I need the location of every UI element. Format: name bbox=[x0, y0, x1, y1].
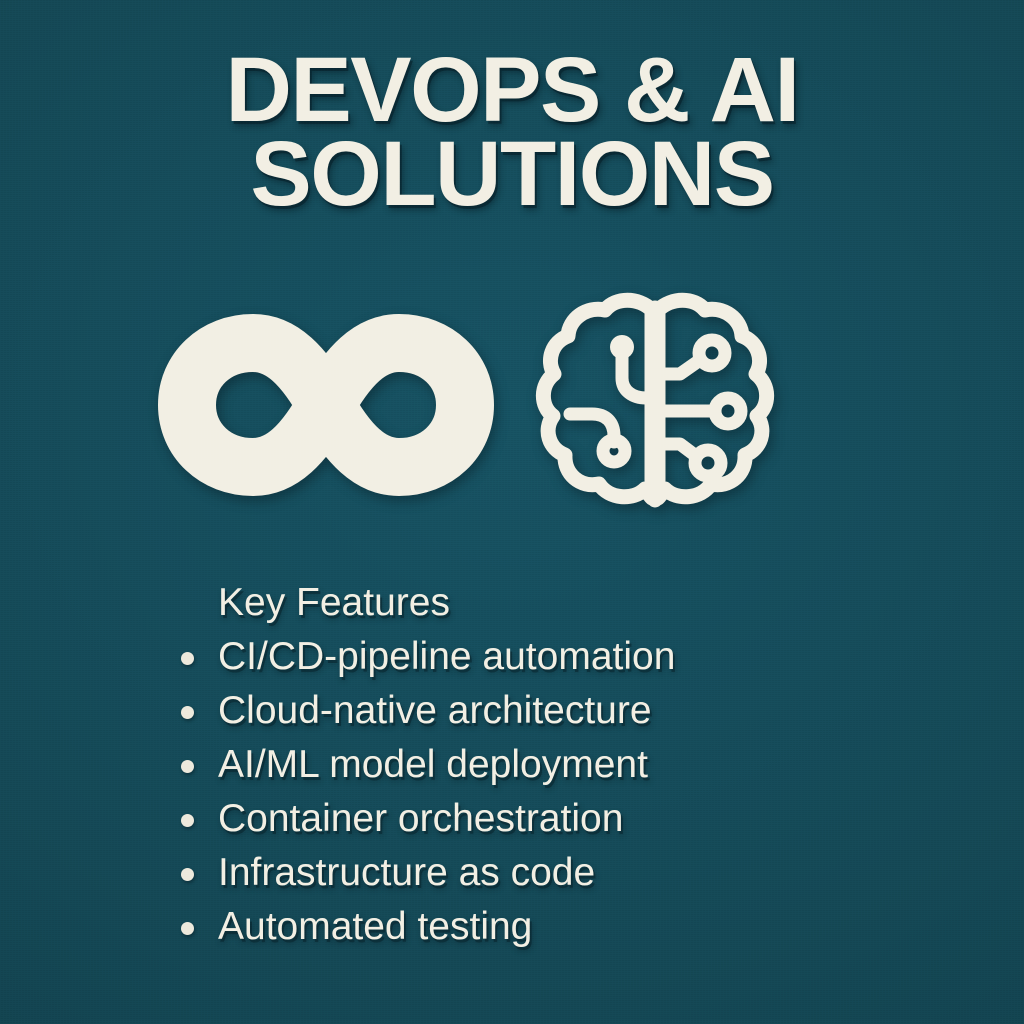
bullet-icon bbox=[181, 868, 194, 881]
feature-item: Container orchestration bbox=[0, 792, 1024, 846]
feature-item-label: Cloud-native architecture bbox=[218, 689, 652, 732]
feature-item: Cloud-native architecture bbox=[0, 684, 1024, 738]
brain-node-right-mid bbox=[708, 391, 748, 431]
features-heading: Key Features bbox=[218, 581, 450, 624]
feature-item-label: AI/ML model deployment bbox=[218, 743, 648, 786]
bullet-icon bbox=[181, 706, 194, 719]
feature-item-label: Automated testing bbox=[218, 905, 533, 948]
icon-row bbox=[0, 282, 1024, 538]
brain-node-left-top bbox=[610, 335, 634, 359]
brain-node-left-bottom bbox=[596, 433, 632, 469]
feature-item-label: Container orchestration bbox=[218, 797, 624, 840]
title-line-1: DEVOPS & AI bbox=[225, 39, 800, 141]
bullet-icon bbox=[181, 652, 194, 665]
bullet-icon bbox=[181, 814, 194, 827]
feature-item: Automated testing bbox=[0, 900, 1024, 954]
feature-item-label: Infrastructure as code bbox=[218, 851, 596, 894]
feature-item: CI/CD-pipeline automation bbox=[0, 630, 1024, 684]
page-title: DEVOPS & AI SOLUTIONS bbox=[0, 39, 1024, 225]
infinity-icon bbox=[158, 314, 494, 496]
bullet-icon bbox=[181, 760, 194, 773]
brain-node-right-top bbox=[692, 333, 732, 373]
brain-circuit-icon bbox=[535, 292, 775, 508]
bullet-icon bbox=[181, 922, 194, 935]
brain-node-right-bottom bbox=[688, 443, 728, 483]
feature-item-label: CI/CD-pipeline automation bbox=[218, 635, 676, 678]
title-line-2: SOLUTIONS bbox=[250, 123, 775, 225]
feature-item: AI/ML model deployment bbox=[0, 738, 1024, 792]
feature-item: Infrastructure as code bbox=[0, 846, 1024, 900]
